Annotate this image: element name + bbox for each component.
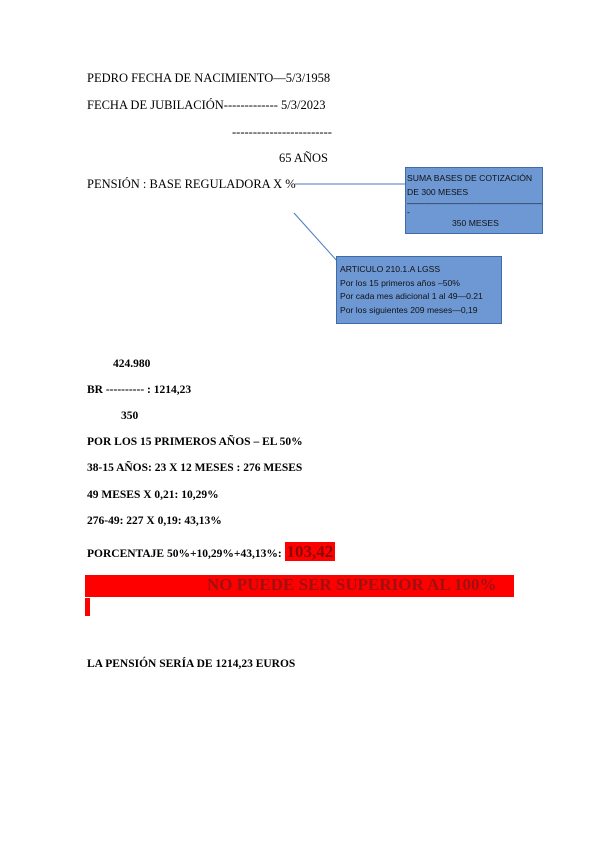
calc-first15: POR LOS 15 PRIMEROS AÑOS – EL 50% <box>87 436 303 448</box>
callout-bases-line2: DE 300 MESES <box>407 186 469 197</box>
callout-article: ARTICULO 210.1.A LGSS Por los 15 primero… <box>336 256 502 324</box>
age-line: 65 AÑOS <box>279 151 328 165</box>
percent-label: PORCENTAJE 50%+10,29%+43,13%: <box>87 548 285 560</box>
callout-bases: SUMA BASES DE COTIZACIÓN DE 300 MESES ——… <box>405 167 543 234</box>
callout-article-line2: Por los 15 primeros años –50% <box>340 277 460 288</box>
connector-line-article <box>293 212 339 263</box>
birth-line: PEDRO FECHA DE NACIMIENTO—5/3/1958 <box>87 71 331 85</box>
callout-bases-line1: SUMA BASES DE COTIZACIÓN <box>407 173 533 183</box>
calc-years: 38-15 AÑOS: 23 X 12 MESES : 276 MESES <box>87 462 303 474</box>
callout-article-line4: Por los siguientes 209 meses—0,19 <box>340 304 478 315</box>
calc-denominator: 350 <box>121 410 139 422</box>
callout-bases-line3: ———————————————— <box>407 198 543 208</box>
warning-text: NO PUEDE SER SUPERIOR AL 100% <box>207 575 497 594</box>
dash-separator: ------------------------ <box>232 125 332 139</box>
callout-article-line1: ARTICULO 210.1.A LGSS <box>340 264 441 274</box>
warning-band: NO PUEDE SER SUPERIOR AL 100% <box>85 575 514 597</box>
calc-rest: 276-49: 227 X 0,19: 43,13% <box>87 515 222 527</box>
pension-formula: PENSIÓN : BASE REGULADORA X % <box>87 177 296 191</box>
calc-percentage: PORCENTAJE 50%+10,29%+43,13%: 103,42 <box>87 542 336 562</box>
callout-bases-line4: - <box>407 207 410 217</box>
callout-article-line3: Por cada mes adicional 1 al 49—0.21 <box>340 291 483 301</box>
percent-value: 103,42 <box>284 542 336 561</box>
final-result: LA PENSIÓN SERÍA DE 1214,23 EUROS <box>87 658 296 670</box>
callout-bases-line5: 350 MESES <box>452 218 499 228</box>
retire-line: FECHA DE JUBILACIÓN------------- 5/3/202… <box>87 98 326 112</box>
calc-br: BR ---------- : 1214,23 <box>87 384 192 396</box>
calc-numerator: 424.980 <box>113 358 151 370</box>
calc-months49: 49 MESES X 0,21: 10,29% <box>87 489 219 501</box>
warning-band-tail <box>85 598 90 616</box>
